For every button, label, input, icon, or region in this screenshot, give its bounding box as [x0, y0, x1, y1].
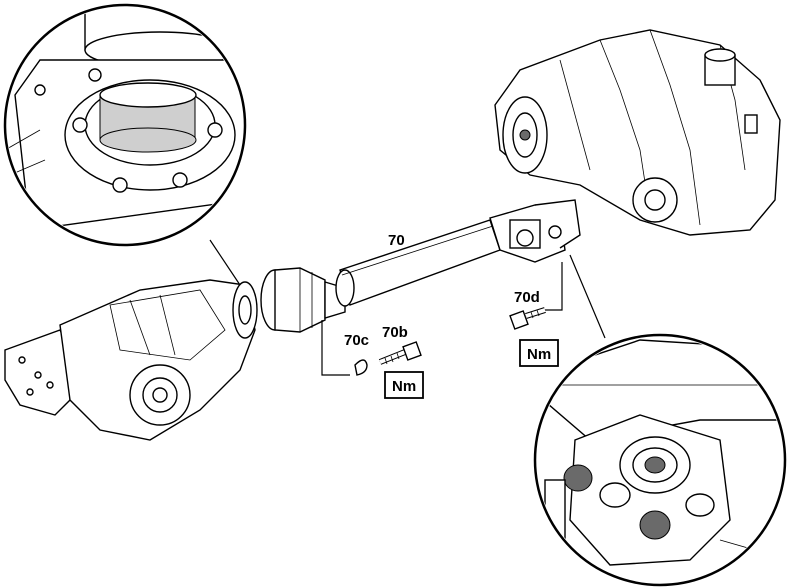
label-70c: 70c [344, 332, 369, 349]
front-differential [4, 279, 258, 441]
torque-box-front: Nm [384, 371, 424, 399]
bolt-70d [509, 307, 546, 330]
front-fastener-group [321, 320, 422, 376]
clip-70c [354, 359, 368, 376]
label-70: 70 [388, 232, 405, 249]
label-70d: 70d [514, 289, 540, 306]
label-70b: 70b [382, 324, 408, 341]
torque-label-rear: Nm [527, 346, 551, 363]
transfer-case [494, 29, 781, 236]
propeller-shaft-70 [260, 199, 581, 333]
rear-fastener-group [509, 262, 563, 330]
bolt-70b [378, 341, 422, 365]
detail-circle-rear-joint [533, 254, 787, 587]
detail-circle-front-flange [3, 3, 247, 286]
torque-label-front: Nm [392, 378, 416, 395]
torque-box-rear: Nm [519, 339, 559, 367]
